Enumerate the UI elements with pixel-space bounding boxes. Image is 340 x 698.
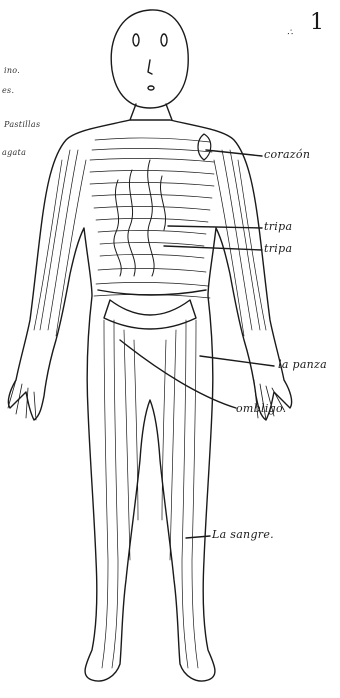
pointer-sangre	[186, 536, 210, 538]
label-navel: ombligo.	[236, 402, 287, 415]
right-leg-lines	[162, 320, 198, 668]
pointer-heart	[206, 150, 262, 156]
label-intestine-lower: tripa	[264, 242, 292, 255]
neck	[130, 104, 172, 120]
page-mark: ∴	[287, 28, 293, 38]
pointer-ombligo	[120, 340, 236, 408]
label-blood: La sangre.	[212, 528, 274, 541]
right-eye	[161, 34, 167, 46]
intestines	[114, 160, 166, 276]
head-outline	[111, 10, 188, 108]
pointer-panza	[200, 356, 274, 366]
margin-note-4: agata	[2, 148, 26, 157]
left-leg-lines	[102, 320, 138, 668]
chest-hatch	[90, 138, 214, 298]
label-heart: corazón	[264, 148, 310, 161]
left-eye	[133, 34, 139, 46]
label-belly: la panza	[278, 358, 327, 371]
label-intestine-upper: tripa	[264, 220, 292, 233]
mouth	[148, 86, 154, 90]
margin-note-3: Pastillas	[4, 120, 40, 129]
body-outline	[8, 120, 291, 681]
heart	[198, 134, 211, 160]
margin-note-2: es.	[2, 86, 14, 95]
page-number: 1	[310, 10, 324, 35]
nose	[148, 60, 152, 74]
margin-note-1: ino.	[4, 66, 20, 75]
